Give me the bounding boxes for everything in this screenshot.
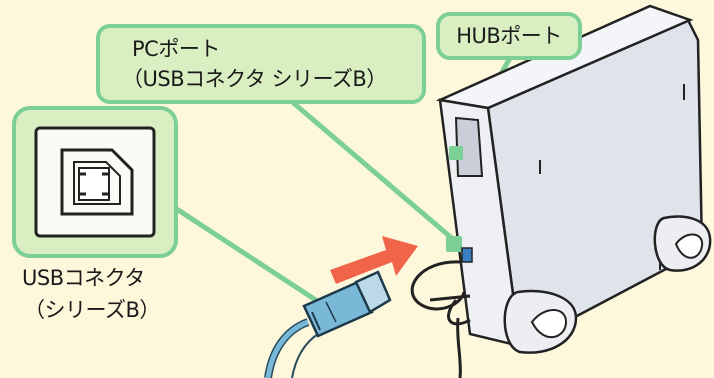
- usb-connector-series-label: （シリーズB）: [24, 298, 160, 322]
- pc-port-marker: [446, 236, 462, 252]
- pc-port-title: PCポート: [132, 37, 220, 61]
- hub-port-callout: HUBポート: [436, 12, 582, 60]
- hub-port-marker: [449, 146, 463, 160]
- usb-b-plug: [302, 270, 392, 338]
- hub-port-label: HUBポート: [456, 24, 562, 48]
- connector-zoom-box: [12, 106, 178, 258]
- pc-port-callout: PCポート （USBコネクタ シリーズB）: [96, 24, 426, 104]
- leader-pc-port: [288, 98, 456, 242]
- leader-usb-connector: [170, 203, 330, 311]
- pc-port-subtitle: （USBコネクタ シリーズB）: [122, 67, 387, 91]
- usb-cable: [264, 318, 319, 378]
- power-cable: [410, 260, 471, 378]
- usb-b-connector-icon: [60, 148, 134, 216]
- hard-drive-device: [435, 4, 712, 354]
- usb-connector-label: USBコネクタ: [22, 266, 145, 290]
- insert-direction-arrow: [330, 236, 418, 284]
